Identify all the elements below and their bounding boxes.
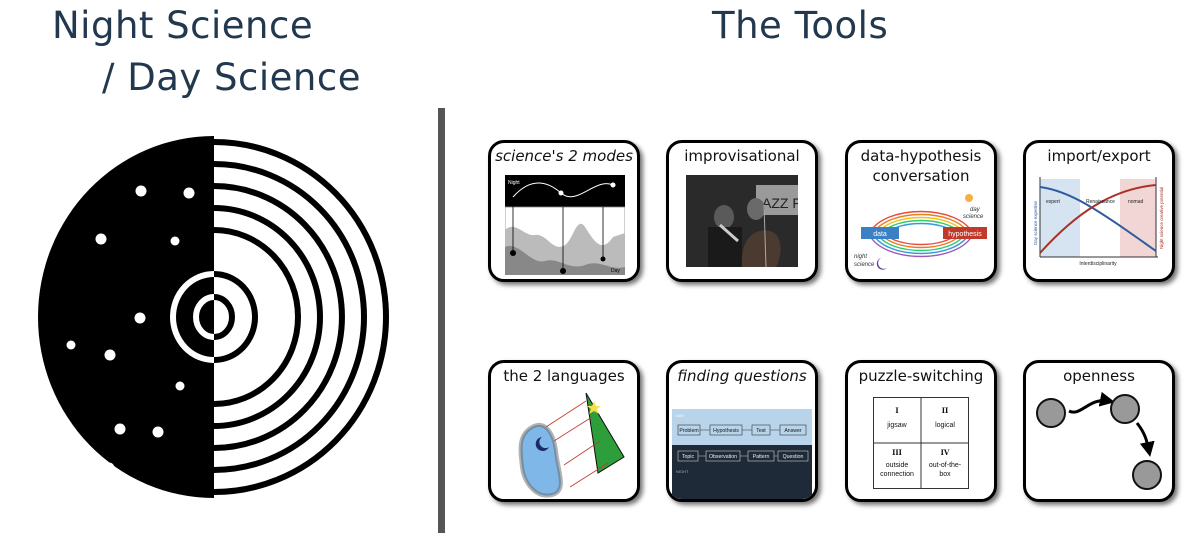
cell-3-numeral: III [892, 448, 902, 457]
flow-hypothesis: Hypothesis [713, 428, 739, 434]
card-title: data-hypothesis [860, 147, 982, 165]
star [95, 233, 107, 245]
card-title: the 2 languages [503, 367, 625, 385]
x-axis-label: Interdisciplinarity [1079, 261, 1117, 267]
star [114, 423, 126, 435]
day-tag: DAY [676, 413, 684, 418]
moon-blob [518, 423, 563, 498]
zone-renaissance: Renaissance [1086, 199, 1115, 205]
expertise-curve-plot: expert Renaissance nomad Interdisciplina… [1033, 177, 1164, 267]
vertical-divider [438, 108, 445, 533]
flow-observation: Observation [709, 454, 737, 460]
data-box [861, 227, 899, 239]
flow-problem: Problem [679, 428, 698, 434]
flow-topic: Topic [682, 454, 695, 460]
cell-3-label: outside [886, 462, 909, 469]
moon-label: night [854, 254, 867, 260]
moon-icon [535, 437, 549, 451]
cell-4-label-2: box [939, 471, 951, 478]
cell-1-label: jigsaw [886, 422, 907, 429]
openness-path-diagram [1036, 391, 1162, 490]
star [104, 349, 116, 361]
cell-3-label-2: connection [880, 471, 914, 478]
node-icon [1132, 460, 1162, 490]
title-the-tools: The Tools [712, 4, 889, 47]
card-finding-questions[interactable]: finding questions DAY NIGHT Problem Hypo… [666, 360, 818, 502]
card-puzzle-switching[interactable]: puzzle-switching I jigsaw II logical III… [845, 360, 997, 502]
hypothesis-box [943, 227, 987, 239]
card-title: science's 2 modes [495, 147, 633, 165]
card-science-modes[interactable]: science's 2 modes Night Day [488, 140, 640, 282]
card-data-hypothesis[interactable]: data-hypothesis conversation data hypoth… [845, 140, 997, 282]
flow-answer: Answer [784, 428, 802, 434]
cell-1-numeral: I [895, 406, 898, 415]
star [103, 462, 115, 474]
card-title: finding questions [677, 367, 807, 385]
cell-2-numeral: II [942, 406, 949, 415]
night-day-emblem-icon [38, 136, 389, 498]
moon-icon [876, 258, 887, 270]
star [170, 236, 180, 246]
title-day-science: / Day Science [102, 56, 361, 99]
jazz-photo: AZZ F [686, 175, 798, 267]
star [134, 312, 146, 324]
card-title-line2: conversation [872, 167, 970, 185]
sun-label-2: science [963, 214, 984, 220]
moon-label-2: science [854, 262, 875, 268]
sun-icon [965, 194, 973, 202]
plot-top-label: Night [508, 180, 520, 186]
cell-4-label: out-of-the- [929, 462, 962, 469]
node-icon [1036, 398, 1066, 428]
flow-pattern: Pattern [753, 454, 770, 460]
cell-2-label: logical [935, 422, 955, 429]
right-axis-label: Night science creative potential [1159, 187, 1164, 249]
night-tag: NIGHT [676, 469, 689, 474]
day-rings [170, 139, 389, 495]
card-improvisational[interactable]: improvisational AZZ F [666, 140, 818, 282]
photo-banner: AZZ F [762, 195, 798, 211]
conversation-loop: data hypothesis day science night scienc… [854, 194, 987, 270]
sun-label: day [970, 207, 981, 213]
zone-expert: expert [1046, 199, 1061, 205]
plot-bottom-label: Day [611, 268, 620, 274]
node-icon [1110, 394, 1140, 424]
card-title: import/export [1047, 147, 1151, 165]
star [175, 381, 185, 391]
stars [66, 185, 195, 474]
flow-question: Question [783, 454, 804, 460]
star [66, 340, 76, 350]
night-day-modes-plot: Night Day [505, 175, 625, 275]
card-title: improvisational [684, 147, 800, 165]
two-languages-illustration [518, 392, 625, 498]
card-import-export[interactable]: import/export expert Renaissance nomad I… [1023, 140, 1175, 282]
puzzle-grid: I jigsaw II logical III outside connecti… [873, 397, 969, 489]
left-axis-label: Day science expertise [1033, 200, 1038, 245]
cell-4-numeral: IV [941, 448, 950, 457]
card-title: openness [1063, 367, 1135, 385]
card-openness[interactable]: openness [1023, 360, 1175, 502]
card-title: puzzle-switching [858, 367, 984, 385]
title-night-science: Night Science [52, 4, 314, 47]
star [135, 185, 147, 197]
star [183, 187, 195, 199]
star [152, 426, 164, 438]
question-flow-diagram: DAY NIGHT Problem Hypothesis Test Answer… [672, 409, 812, 499]
night-half [38, 136, 214, 498]
flow-test: Test [756, 428, 766, 434]
star-icon [587, 401, 601, 414]
hypothesis-box-label: hypothesis [948, 231, 982, 238]
zone-nomad: nomad [1128, 199, 1144, 205]
puzzle-triangle [585, 392, 625, 474]
data-box-label: data [873, 231, 887, 238]
card-two-languages[interactable]: the 2 languages [488, 360, 640, 502]
